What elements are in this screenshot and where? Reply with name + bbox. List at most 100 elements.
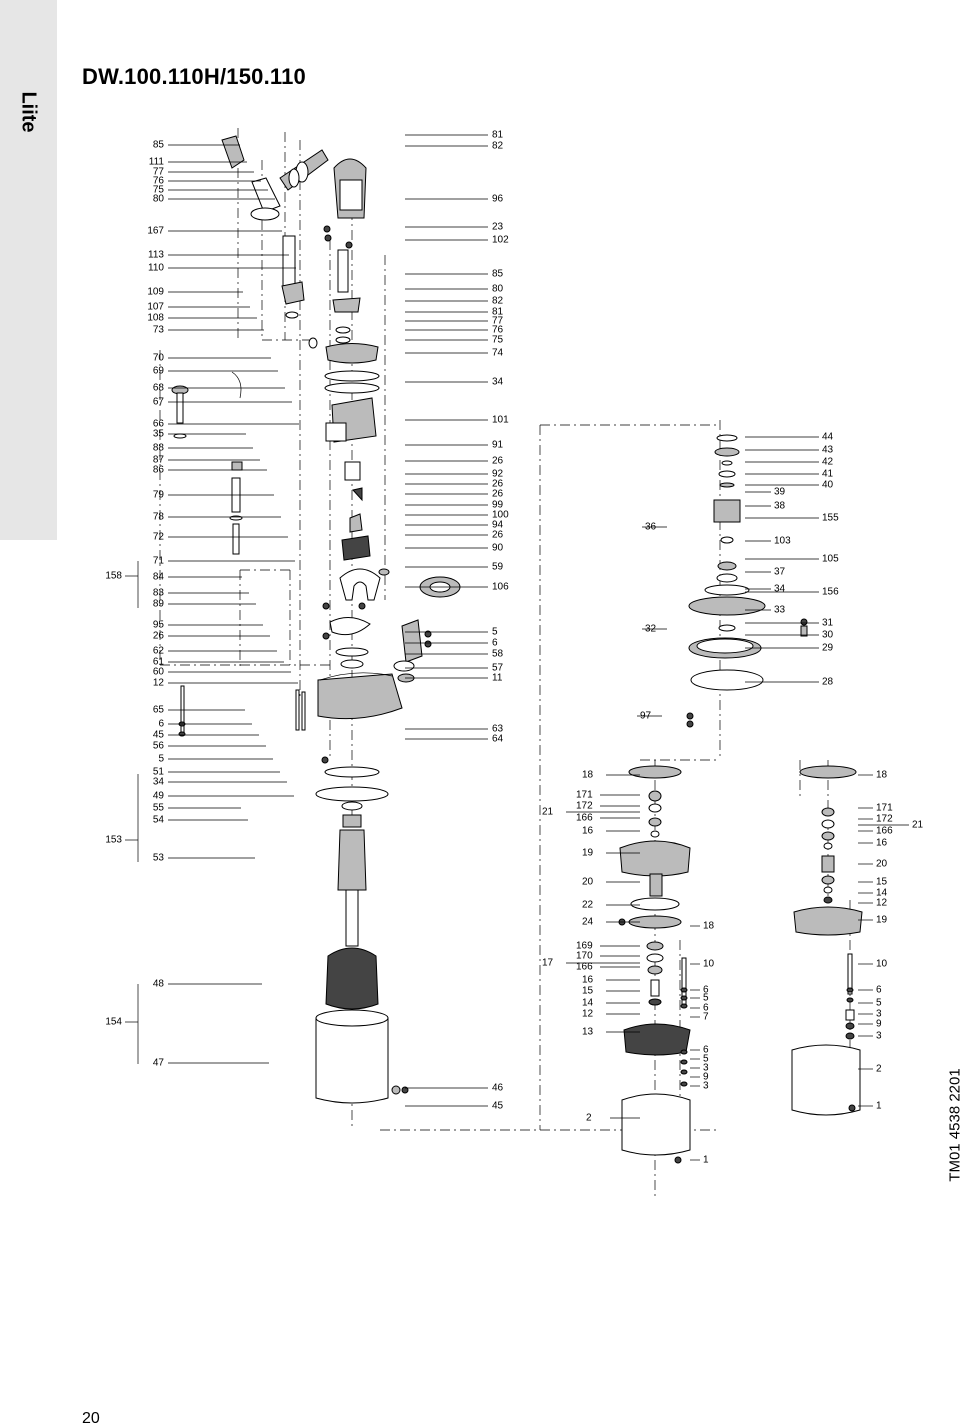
screw [324,234,332,242]
screw [686,720,694,728]
part-number-label: 6 [158,719,164,730]
part-number-label: 166 [576,813,593,824]
part-number-label: 13 [582,1027,594,1038]
cable-clip [231,371,242,399]
part-number-label: 74 [492,348,504,359]
y-pipe-fitting [251,177,281,213]
o-ring [393,660,415,672]
part-number-label: 3 [876,1009,882,1020]
part-number-label: 96 [492,194,504,205]
impeller-top [799,765,857,779]
screw [322,602,330,610]
part-number-label: 85 [153,140,165,151]
part-number-label: 20 [876,859,888,870]
part-number-label: 75 [153,185,165,196]
ring [720,536,734,544]
part-number-label: 18 [703,921,715,932]
part-number-label: 29 [822,643,834,654]
part-number-label: 7 [703,1012,709,1023]
part-number-label: 26 [492,456,504,467]
part-number-label: 38 [774,501,786,512]
nut [648,998,662,1006]
part-number-label: 167 [147,226,164,237]
part-number-label: 18 [876,770,888,781]
part-number-label: 92 [492,469,504,480]
part-number-label: 69 [153,366,165,377]
part-number-label: 46 [492,1083,504,1094]
pipe-bend [401,619,423,663]
part-number-label: 22 [582,900,594,911]
part-number-label: 62 [153,646,165,657]
cable-connector [341,535,371,561]
o-ring [704,584,750,596]
page-number: 20 [82,1410,100,1427]
nut [845,1032,855,1040]
washer [823,886,833,894]
part-number-label: 171 [576,790,593,801]
part-number-label: 10 [703,959,715,970]
part-number-label: 70 [153,353,165,364]
part-number-label: 6 [703,1003,709,1014]
part-number-label: 26 [492,489,504,500]
part-number-label: 76 [153,176,165,187]
plug [378,568,390,576]
capacitor [325,422,347,442]
part-number-label: 3 [876,1031,882,1042]
screw [321,756,329,764]
part-number-label: 12 [582,1009,594,1020]
part-number-label: 58 [492,649,504,660]
part-number-label: 61 [153,657,165,668]
part-number-label: 14 [582,998,594,1009]
seal [647,965,663,975]
part-number-label: 103 [774,536,791,547]
bolt [301,691,306,731]
seal-ring [341,801,363,811]
top-cover [325,343,379,364]
part-number-label: 90 [492,543,504,554]
o-ring [324,382,380,394]
part-number-label: 67 [153,397,165,408]
impeller [793,906,863,936]
part-number-label: 12 [876,898,888,909]
part-number-label: 71 [153,556,165,567]
drawing-code: TM01 4538 2201 [946,1068,960,1182]
part-number-label: 107 [147,302,164,313]
part-number-label: 3 [703,1081,709,1092]
o-ring [324,370,380,382]
nut [680,1003,688,1009]
ring [823,842,833,850]
stator-winding [325,947,379,1010]
nut [821,875,835,885]
rotor [337,829,367,891]
shaft [345,889,359,947]
part-number-label: 16 [582,826,594,837]
part-number-label: 156 [822,587,839,598]
part-number-label: 19 [876,915,888,926]
part-number-label: 171 [876,803,893,814]
washer [401,1086,409,1094]
part-number-label: 166 [876,826,893,837]
part-number-label: 51 [153,767,165,778]
bearing [646,941,664,951]
part-number-label: 5 [492,627,498,638]
ring [646,953,664,963]
o-ring [716,573,738,583]
part-number-label: 53 [153,853,165,864]
part-number-label: 172 [576,801,593,812]
part-number-label: 6 [492,638,498,649]
bearing [714,447,740,457]
cable-entry [332,297,361,313]
part-number-label: 42 [822,457,834,468]
part-number-label: 45 [492,1101,504,1112]
part-number-label: 99 [492,500,504,511]
bracket [349,513,363,533]
part-number-label: 59 [492,562,504,573]
nut [846,987,854,993]
part-number-label: 80 [492,284,504,295]
ring [719,482,735,488]
part-number-label: 77 [153,167,165,178]
part-number-label: 155 [822,513,839,524]
part-number-label: 5 [703,1054,709,1065]
gasket-plate [329,617,371,636]
lifting-bracket [339,568,381,601]
